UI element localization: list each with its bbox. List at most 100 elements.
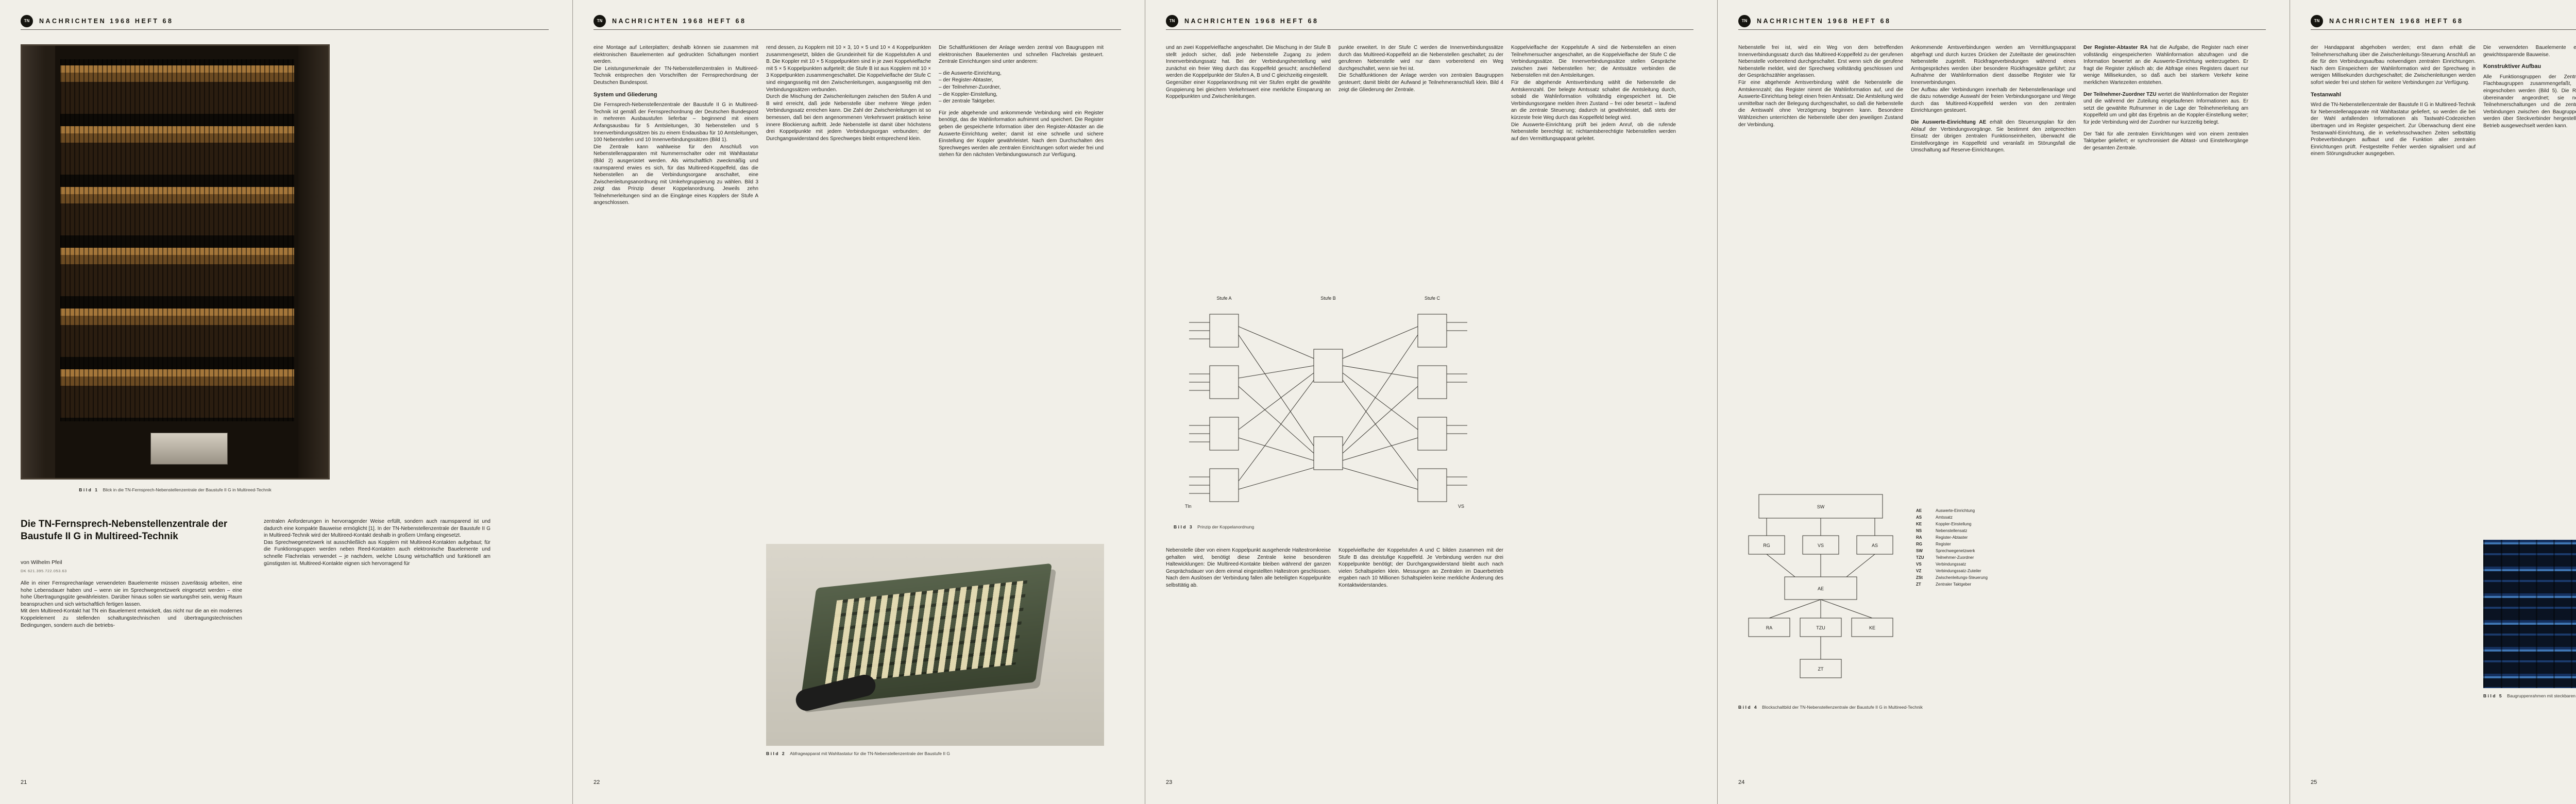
page-header: TN NACHRICHTEN 1968 HEFT 68 xyxy=(2311,12,2576,30)
body-column: Der Register-Abtaster RA hat die Aufgabe… xyxy=(2083,44,2248,156)
journal-title: NACHRICHTEN 1968 HEFT 68 xyxy=(1184,17,1319,25)
figure-caption-text: Prinzip der Koppelanordnung xyxy=(1197,524,1255,529)
figure-number: Bild 3 xyxy=(1174,524,1194,529)
body-text: eine Montage auf Leiterplatten; deshalb … xyxy=(594,45,758,85)
body-text: Wird die TN-Nebenstellenzentrale der Bau… xyxy=(2311,102,2476,157)
figure-number: Bild 4 xyxy=(1738,705,1758,710)
journal-title: NACHRICHTEN 1968 HEFT 68 xyxy=(39,17,174,25)
figure-caption-5: Bild 5 Baugruppenrahmen mit steckbaren Fl… xyxy=(2483,693,2576,699)
body-text: rend dessen, zu Kopplern mit 10 × 3, 10 … xyxy=(766,45,931,142)
console-key-field xyxy=(825,580,1028,685)
tn-logo-icon: TN xyxy=(2311,14,2323,27)
diagram-box-as: AS xyxy=(1872,543,1878,548)
page-header: TN NACHRICHTEN 1968 HEFT 68 xyxy=(1166,12,1693,30)
diagram-box-tzu: TZU xyxy=(1816,625,1825,630)
body-text: hat die Aufgabe, die Register nach einer… xyxy=(2083,45,2248,85)
body-column: und an zwei Koppelvielfache angeschaltet… xyxy=(1166,44,1331,105)
runin-heading: Die Auswerte-Einrichtung AE xyxy=(1911,119,1987,125)
body-column: zentralen Anforderungen in hervorragende… xyxy=(264,518,490,572)
journal-title: NACHRICHTEN 1968 HEFT 68 xyxy=(1757,17,1891,25)
body-column: Koppelvielfache der Koppelstufen A und C… xyxy=(1338,547,1503,594)
diagram-box-zt: ZT xyxy=(1818,666,1824,672)
article-title: Die TN-Fernsprech-Nebenstellenzentrale d… xyxy=(21,519,228,542)
section-heading: Testanwahl xyxy=(2311,91,2342,98)
body-text: Ankommende Amtsverbindungen werden am Ve… xyxy=(1911,45,2076,114)
figure-caption-1: Bild 1 Blick in die TN-Fernsprech-Nebenst… xyxy=(21,487,330,493)
cabinet-door-left xyxy=(22,46,55,478)
bullet-list: – die Auswerte-Einrichtung, – der Regist… xyxy=(939,70,1002,105)
page-header: TN NACHRICHTEN 1968 HEFT 68 xyxy=(1738,12,2266,30)
body-column: Nebenstelle frei ist, wird ein Weg von d… xyxy=(1738,44,1903,133)
page-23: TN NACHRICHTEN 1968 HEFT 68 und an zwei … xyxy=(1145,0,1717,804)
figure-number: Bild 2 xyxy=(766,751,786,756)
body-text: Alle in einer Fernsprechanlage verwendet… xyxy=(21,580,242,628)
body-column: Nebenstelle über von einem Koppelpunkt a… xyxy=(1166,547,1331,594)
body-column: Ankommende Amtsverbindungen werden am Ve… xyxy=(1911,44,2076,159)
body-column: Koppelvielfache der Koppelstufe A sind d… xyxy=(1511,44,1676,147)
article-author: von Wilhelm Pfeil xyxy=(21,559,62,566)
body-column: eine Montage auf Leiterplatten; deshalb … xyxy=(594,44,758,211)
body-text: Die Auswerte-Einrichtung AE erhält den S… xyxy=(1911,119,2076,154)
body-text: Der Register-Abtaster RA hat die Aufgabe… xyxy=(2083,44,2248,87)
photo-circuit-card-shelf xyxy=(2483,540,2576,688)
body-text: zentralen Anforderungen in hervorragende… xyxy=(264,519,490,567)
figure-number: Bild 1 xyxy=(79,487,99,492)
diagram-label-stage-c: Stufe C xyxy=(1425,296,1440,301)
body-text: Der Takt für alle zentralen Einrichtunge… xyxy=(2083,131,2248,151)
figure-caption-text: Baugruppenrahmen mit steckbaren Flachbau… xyxy=(2507,693,2576,698)
diagram-box-rg: RG xyxy=(1763,543,1770,548)
body-text: Für jede abgehende und ankommende Verbin… xyxy=(939,110,1104,158)
figure-number: Bild 5 xyxy=(2483,693,2503,698)
cabinet-module-rows xyxy=(60,59,294,421)
body-text: der Handapparat abgehoben werden; erst d… xyxy=(2311,45,2476,85)
diagram-box-vs: VS xyxy=(1818,543,1824,548)
diagram-box-sw: SW xyxy=(1817,504,1825,509)
tn-logo-icon: TN xyxy=(1738,14,1751,27)
body-text: Die Fernsprech-Nebenstellenzentrale der … xyxy=(594,102,758,206)
body-text: Die Schaltfunktionen der Anlage werden z… xyxy=(939,45,1104,65)
diagram-label-trunks: VS xyxy=(1458,504,1464,509)
body-column: Die verwendeten Bauelemente erlauben ein… xyxy=(2483,44,2576,134)
runin-heading: Der Register-Abtaster RA xyxy=(2083,45,2148,50)
tn-logo-icon: TN xyxy=(21,14,33,27)
page-header: TN NACHRICHTEN 1968 HEFT 68 xyxy=(21,12,549,30)
body-column: Die Schaltfunktionen der Anlage werden z… xyxy=(939,44,1104,163)
diagram-label-stage-b: Stufe B xyxy=(1320,296,1336,301)
runin-heading: Der Teilnehmer-Zuordner TZU xyxy=(2083,91,2157,97)
page-number: 22 xyxy=(594,779,600,785)
cabinet-door-right xyxy=(298,46,328,478)
body-column: Alle in einer Fernsprechanlage verwendet… xyxy=(21,580,242,634)
body-text: Die verwendeten Bauelemente erlauben ein… xyxy=(2483,45,2576,58)
diagram-box-ra: RA xyxy=(1766,625,1773,630)
body-text: punkte erweitert. In der Stufe C werden … xyxy=(1338,45,1503,93)
body-text: Nebenstelle frei ist, wird ein Weg von d… xyxy=(1738,45,1903,128)
diagram-box-ke: KE xyxy=(1869,625,1875,630)
body-text: Koppelvielfache der Koppelstufen A und C… xyxy=(1338,548,1503,588)
photo-operator-console xyxy=(766,544,1104,746)
page-24: TN NACHRICHTEN 1968 HEFT 68 Nebenstelle … xyxy=(1717,0,2290,804)
diagram-label-stage-a: Stufe A xyxy=(1216,296,1231,301)
page-number: 23 xyxy=(1166,779,1173,785)
journal-title: NACHRICHTEN 1968 HEFT 68 xyxy=(612,17,747,25)
diagram-label-subscribers: Tln xyxy=(1185,504,1192,509)
body-text: Koppelvielfache der Koppelstufe A sind d… xyxy=(1511,45,1676,142)
page-number: 25 xyxy=(2311,779,2317,785)
body-text: Alle Funktionsgruppen der Zentrale sind … xyxy=(2483,74,2576,129)
dk-classification: DK 621.395.722.053.63 xyxy=(21,569,67,573)
body-column: der Handapparat abgehoben werden; erst d… xyxy=(2311,44,2476,162)
body-text: wertet die Wahlinformation der Register … xyxy=(2083,91,2248,125)
page-header: TN NACHRICHTEN 1968 HEFT 68 xyxy=(594,12,1121,30)
diagram-box-ae: AE xyxy=(1818,586,1824,591)
figure-caption-text: Blick in die TN-Fernsprech-Nebenstellenz… xyxy=(103,487,272,492)
body-column: rend dessen, zu Kopplern mit 10 × 3, 10 … xyxy=(766,44,931,147)
page-25: TN NACHRICHTEN 1968 HEFT 68 der Handappa… xyxy=(2290,0,2576,804)
page-number: 21 xyxy=(21,779,27,785)
section-heading: Konstruktiver Aufbau xyxy=(2483,63,2541,70)
cabinet-bottom-unit xyxy=(150,433,228,465)
block-schematic-diagram: SW RG VS AS AE RA TZU KE ZT xyxy=(1738,489,1903,695)
